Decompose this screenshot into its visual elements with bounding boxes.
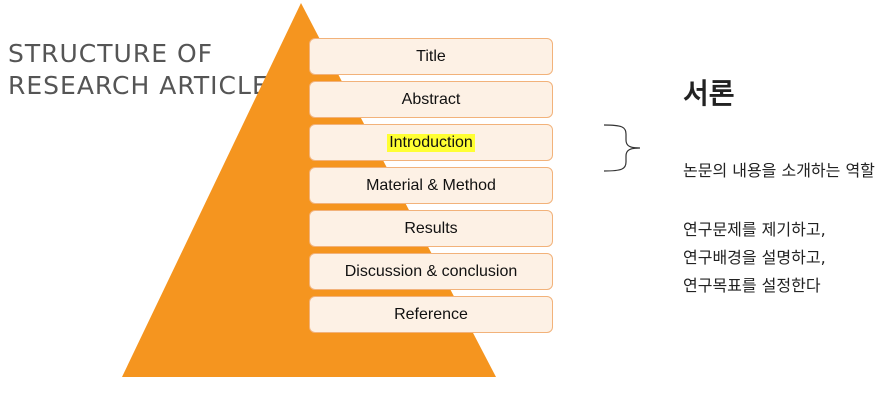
section-label: Abstract: [401, 90, 461, 108]
heading-line-2: RESEARCH ARTICLE: [8, 71, 269, 100]
section-label: Title: [416, 47, 446, 65]
section-label-highlighted: Introduction: [387, 133, 475, 152]
section-label: Reference: [394, 305, 468, 323]
section-label: Discussion & conclusion: [344, 262, 518, 280]
annotation-detail-line: 연구목표를 설정한다: [683, 276, 821, 295]
annotation-title: 서론: [683, 77, 735, 110]
annotation-role: 논문의 내용을 소개하는 역할: [683, 161, 875, 180]
section-box-introduction: Introduction: [309, 124, 553, 161]
section-label: Results: [404, 219, 458, 237]
section-box-discussion: Discussion & conclusion: [309, 253, 553, 290]
curly-brace-icon: [603, 124, 641, 172]
section-label: Material & Method: [366, 176, 496, 194]
heading-line-1: STRUCTURE OF: [8, 39, 214, 68]
slide-heading: STRUCTURE OF RESEARCH ARTICLE: [8, 38, 269, 102]
annotation-detail-line: 연구문제를 제기하고,: [683, 220, 826, 239]
annotation-detail-line: 연구배경을 설명하고,: [683, 248, 826, 267]
section-box-results: Results: [309, 210, 553, 247]
section-box-abstract: Abstract: [309, 81, 553, 118]
annotation-details: 연구문제를 제기하고, 연구배경을 설명하고, 연구목표를 설정한다: [683, 216, 826, 300]
section-box-reference: Reference: [309, 296, 553, 333]
section-box-material-method: Material & Method: [309, 167, 553, 204]
section-box-title: Title: [309, 38, 553, 75]
